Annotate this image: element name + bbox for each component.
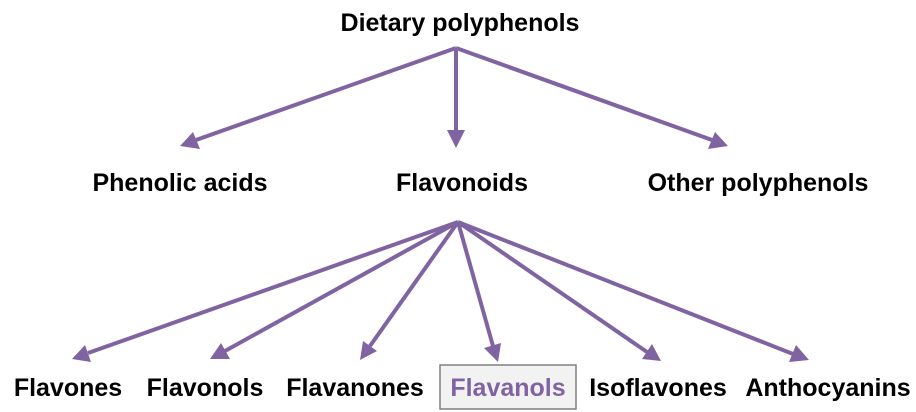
arrow-to-flavanones — [368, 220, 460, 348]
label-flavonols: Flavonols — [147, 374, 264, 402]
label-flavonoids: Flavonoids — [396, 169, 528, 197]
arrowhead-anthocyanins — [789, 345, 809, 362]
arrowhead-flavonols — [210, 343, 230, 359]
arrowhead-flavanones — [360, 341, 377, 360]
flavonoid-arrows — [72, 220, 809, 362]
arrowhead-flavonoids — [447, 130, 465, 148]
arrow-to-anthocyanins — [457, 220, 794, 356]
arrow-to-isoflavones — [456, 220, 649, 354]
arrow-root-to-other-polyphenols — [455, 46, 713, 142]
label-flavanones: Flavanones — [286, 374, 424, 402]
arrow-to-flavanols — [456, 221, 495, 347]
label-flavones: Flavones — [14, 374, 122, 402]
root-arrows — [180, 46, 728, 149]
label-flavanols: Flavanols — [450, 374, 565, 402]
arrowhead-flavanols — [484, 343, 501, 362]
label-phenolic-acids: Phenolic acids — [92, 169, 267, 197]
label-anthocyanins: Anthocyanins — [745, 374, 910, 402]
arrowhead-other-polyphenols — [708, 132, 728, 149]
root-label: Dietary polyphenols — [341, 9, 580, 37]
label-isoflavones: Isoflavones — [589, 374, 727, 402]
arrow-to-flavonols — [224, 220, 459, 353]
flavanols-highlight-box — [439, 364, 577, 410]
arrowhead-isoflavones — [642, 344, 661, 361]
arrow-to-flavones — [87, 220, 459, 355]
arrowhead-phenolic-acids — [180, 132, 200, 149]
arrowhead-flavones — [72, 345, 91, 362]
arrow-root-to-phenolic-acids — [195, 46, 457, 142]
label-other-polyphenols: Other polyphenols — [648, 169, 869, 197]
